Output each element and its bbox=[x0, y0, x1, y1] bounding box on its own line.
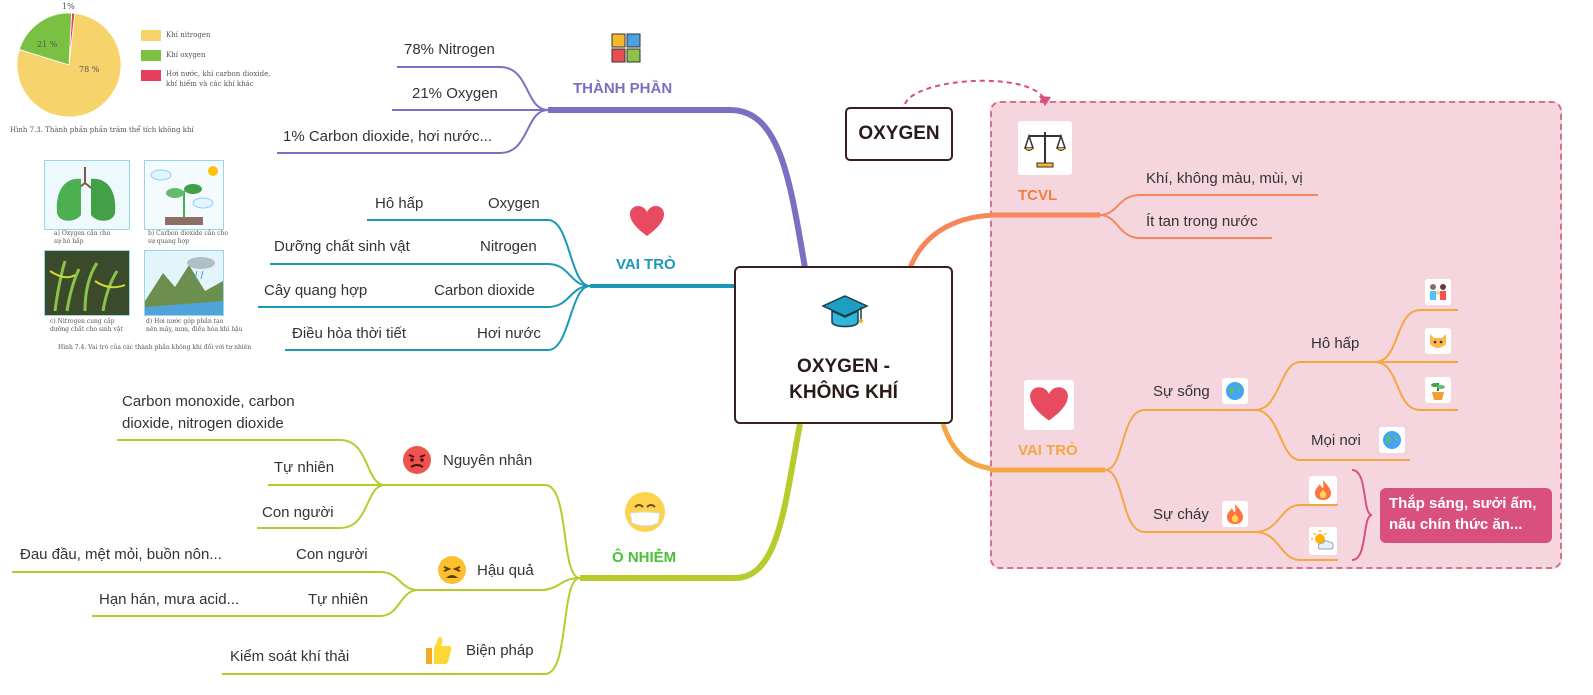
pie-label-oxygen: 21 % bbox=[37, 40, 58, 49]
category-vai-tro-right[interactable]: VAI TRÒ bbox=[1018, 442, 1078, 459]
pie-slice bbox=[18, 12, 73, 66]
nguyen-nhan-examples-line1[interactable]: Carbon monoxide, carbon bbox=[122, 393, 295, 410]
pie-chart bbox=[16, 12, 122, 118]
caption-b-line1: b) Carbon dioxide cần cho bbox=[148, 230, 228, 237]
legend-nitrogen: Khí nitrogen bbox=[166, 31, 211, 39]
bien-phap-item[interactable]: Kiểm soát khí thải bbox=[230, 648, 350, 665]
fire-icon bbox=[1222, 501, 1248, 527]
caption-d-line2: nên mây, mưa, điều hòa khí hậu bbox=[146, 326, 243, 333]
central-title-line2: KHÔNG KHÍ bbox=[789, 382, 898, 403]
caption-d-line1: d) Hơi nước góp phần tạo bbox=[146, 318, 224, 325]
heart-icon bbox=[1030, 387, 1068, 421]
nguyen-nhan-examples-line2[interactable]: dioxide, nitrogen dioxide bbox=[122, 415, 284, 432]
legend-oxygen: Khí oxygen bbox=[166, 51, 206, 59]
su-chay-label[interactable]: Sự cháy bbox=[1153, 506, 1209, 523]
angry-face-icon bbox=[403, 446, 431, 474]
puzzle-icon bbox=[611, 33, 641, 68]
heart-icon bbox=[630, 206, 664, 236]
caption-a-line1: a) Oxygen cần cho bbox=[54, 230, 111, 237]
su-song-label[interactable]: Sự sống bbox=[1153, 383, 1210, 400]
globe-icon bbox=[1379, 427, 1405, 453]
vai-tro-gas[interactable]: Oxygen bbox=[488, 195, 540, 212]
caption-a-line2: sự hô hấp bbox=[54, 238, 84, 245]
plant-pot-icon bbox=[1425, 377, 1451, 403]
family-icon bbox=[1425, 279, 1451, 305]
mask-face-icon bbox=[625, 492, 665, 532]
water-cycle-image bbox=[144, 250, 224, 316]
plant-photosynthesis-image bbox=[144, 160, 224, 230]
legend-other-line2: khí hiếm và các khí khác bbox=[166, 80, 254, 88]
ho-hap-label[interactable]: Hô hấp bbox=[1311, 335, 1360, 352]
fire-icon bbox=[1309, 476, 1337, 504]
figure-caption-7-3: Hình 7.3. Thành phần phần trăm thể tích … bbox=[10, 126, 194, 134]
nguyen-nhan-item[interactable]: Con người bbox=[262, 504, 334, 521]
vai-tro-role[interactable]: Dưỡng chất sinh vật bbox=[274, 238, 410, 255]
legend-swatch-nitrogen bbox=[141, 30, 161, 41]
category-o-nhiem[interactable]: Ô NHIỄM bbox=[612, 549, 677, 566]
tcvl-item[interactable]: Khí, không màu, mùi, vị bbox=[1146, 170, 1303, 187]
thanh-phan-item[interactable]: 78% Nitrogen bbox=[404, 41, 495, 58]
hau-qua-effect[interactable]: Đau đầu, mệt mỏi, buồn nôn... bbox=[20, 546, 222, 563]
tired-face-icon bbox=[438, 556, 466, 584]
hau-qua-source[interactable]: Con người bbox=[296, 546, 368, 563]
caption-c-line2: dưỡng chất cho sinh vật bbox=[50, 326, 123, 333]
vai-tro-icon-tile bbox=[1024, 380, 1074, 430]
vai-tro-role[interactable]: Hô hấp bbox=[375, 195, 424, 212]
cat-face-icon bbox=[1425, 328, 1451, 354]
thanh-phan-item[interactable]: 21% Oxygen bbox=[412, 85, 498, 102]
category-tcvl[interactable]: TCVL bbox=[1018, 187, 1058, 204]
thumbs-up-icon bbox=[426, 637, 452, 664]
category-thanh-phan[interactable]: THÀNH PHẦN bbox=[573, 80, 673, 97]
vai-tro-role[interactable]: Điều hòa thời tiết bbox=[292, 325, 407, 342]
hau-qua-source[interactable]: Tự nhiên bbox=[308, 591, 369, 608]
thanh-phan-item[interactable]: 1% Carbon dioxide, hơi nước... bbox=[283, 128, 492, 145]
figure-composition: 1% 21 % 78 % Khí nitrogen Khí oxygen Hơi… bbox=[10, 2, 290, 137]
caption-c-line1: c) Nitrogen cung cấp bbox=[50, 318, 115, 325]
hau-qua-label[interactable]: Hậu quả bbox=[477, 562, 534, 579]
grass-image bbox=[44, 250, 130, 316]
bien-phap-label[interactable]: Biện pháp bbox=[466, 642, 534, 659]
lungs-image bbox=[44, 160, 130, 230]
figure-caption-7-4: Hình 7.4. Vai trò của các thành phần khô… bbox=[58, 344, 252, 351]
tcvl-item[interactable]: Ít tan trong nước bbox=[1146, 213, 1258, 230]
central-title-line1: OXYGEN - bbox=[797, 356, 890, 377]
globe-icon bbox=[1222, 378, 1248, 404]
hau-qua-effect[interactable]: Hạn hán, mưa acid... bbox=[99, 591, 240, 608]
balance-scale-icon bbox=[1023, 132, 1067, 168]
moi-noi-label[interactable]: Mọi nơi bbox=[1311, 432, 1361, 449]
vai-tro-gas[interactable]: Carbon dioxide bbox=[434, 282, 535, 299]
figure-roles: a) Oxygen cần cho sự hô hấp b) Carbon di… bbox=[40, 158, 251, 356]
legend-other-line1: Hơi nước, khí carbon dioxide, bbox=[166, 70, 271, 78]
sun-cloud-icon bbox=[1309, 527, 1337, 555]
nguyen-nhan-item[interactable]: Tự nhiên bbox=[274, 459, 335, 476]
su-chay-note[interactable]: Thắp sáng, sưởi ấm, nấu chín thức ăn... bbox=[1380, 488, 1552, 543]
central-title: OXYGEN - KHÔNG KHÍ bbox=[736, 354, 951, 406]
vai-tro-gas[interactable]: Nitrogen bbox=[480, 238, 537, 255]
category-vai-tro-left[interactable]: VAI TRÒ bbox=[616, 256, 676, 273]
legend-swatch-oxygen bbox=[141, 50, 161, 61]
oxygen-node[interactable]: OXYGEN bbox=[845, 107, 953, 161]
legend-swatch-other bbox=[141, 70, 161, 81]
central-node[interactable]: OXYGEN - KHÔNG KHÍ bbox=[734, 266, 953, 424]
vai-tro-role[interactable]: Cây quang hợp bbox=[264, 282, 368, 299]
pie-top-label: 1% bbox=[62, 2, 75, 11]
graduation-cap-icon bbox=[821, 295, 869, 328]
caption-b-line2: sự quang hợp bbox=[148, 238, 190, 245]
nguyen-nhan-label[interactable]: Nguyên nhân bbox=[443, 452, 533, 469]
pie-label-nitrogen: 78 % bbox=[79, 65, 100, 74]
vai-tro-gas[interactable]: Hơi nước bbox=[477, 325, 541, 342]
tcvl-icon-tile bbox=[1018, 121, 1072, 175]
